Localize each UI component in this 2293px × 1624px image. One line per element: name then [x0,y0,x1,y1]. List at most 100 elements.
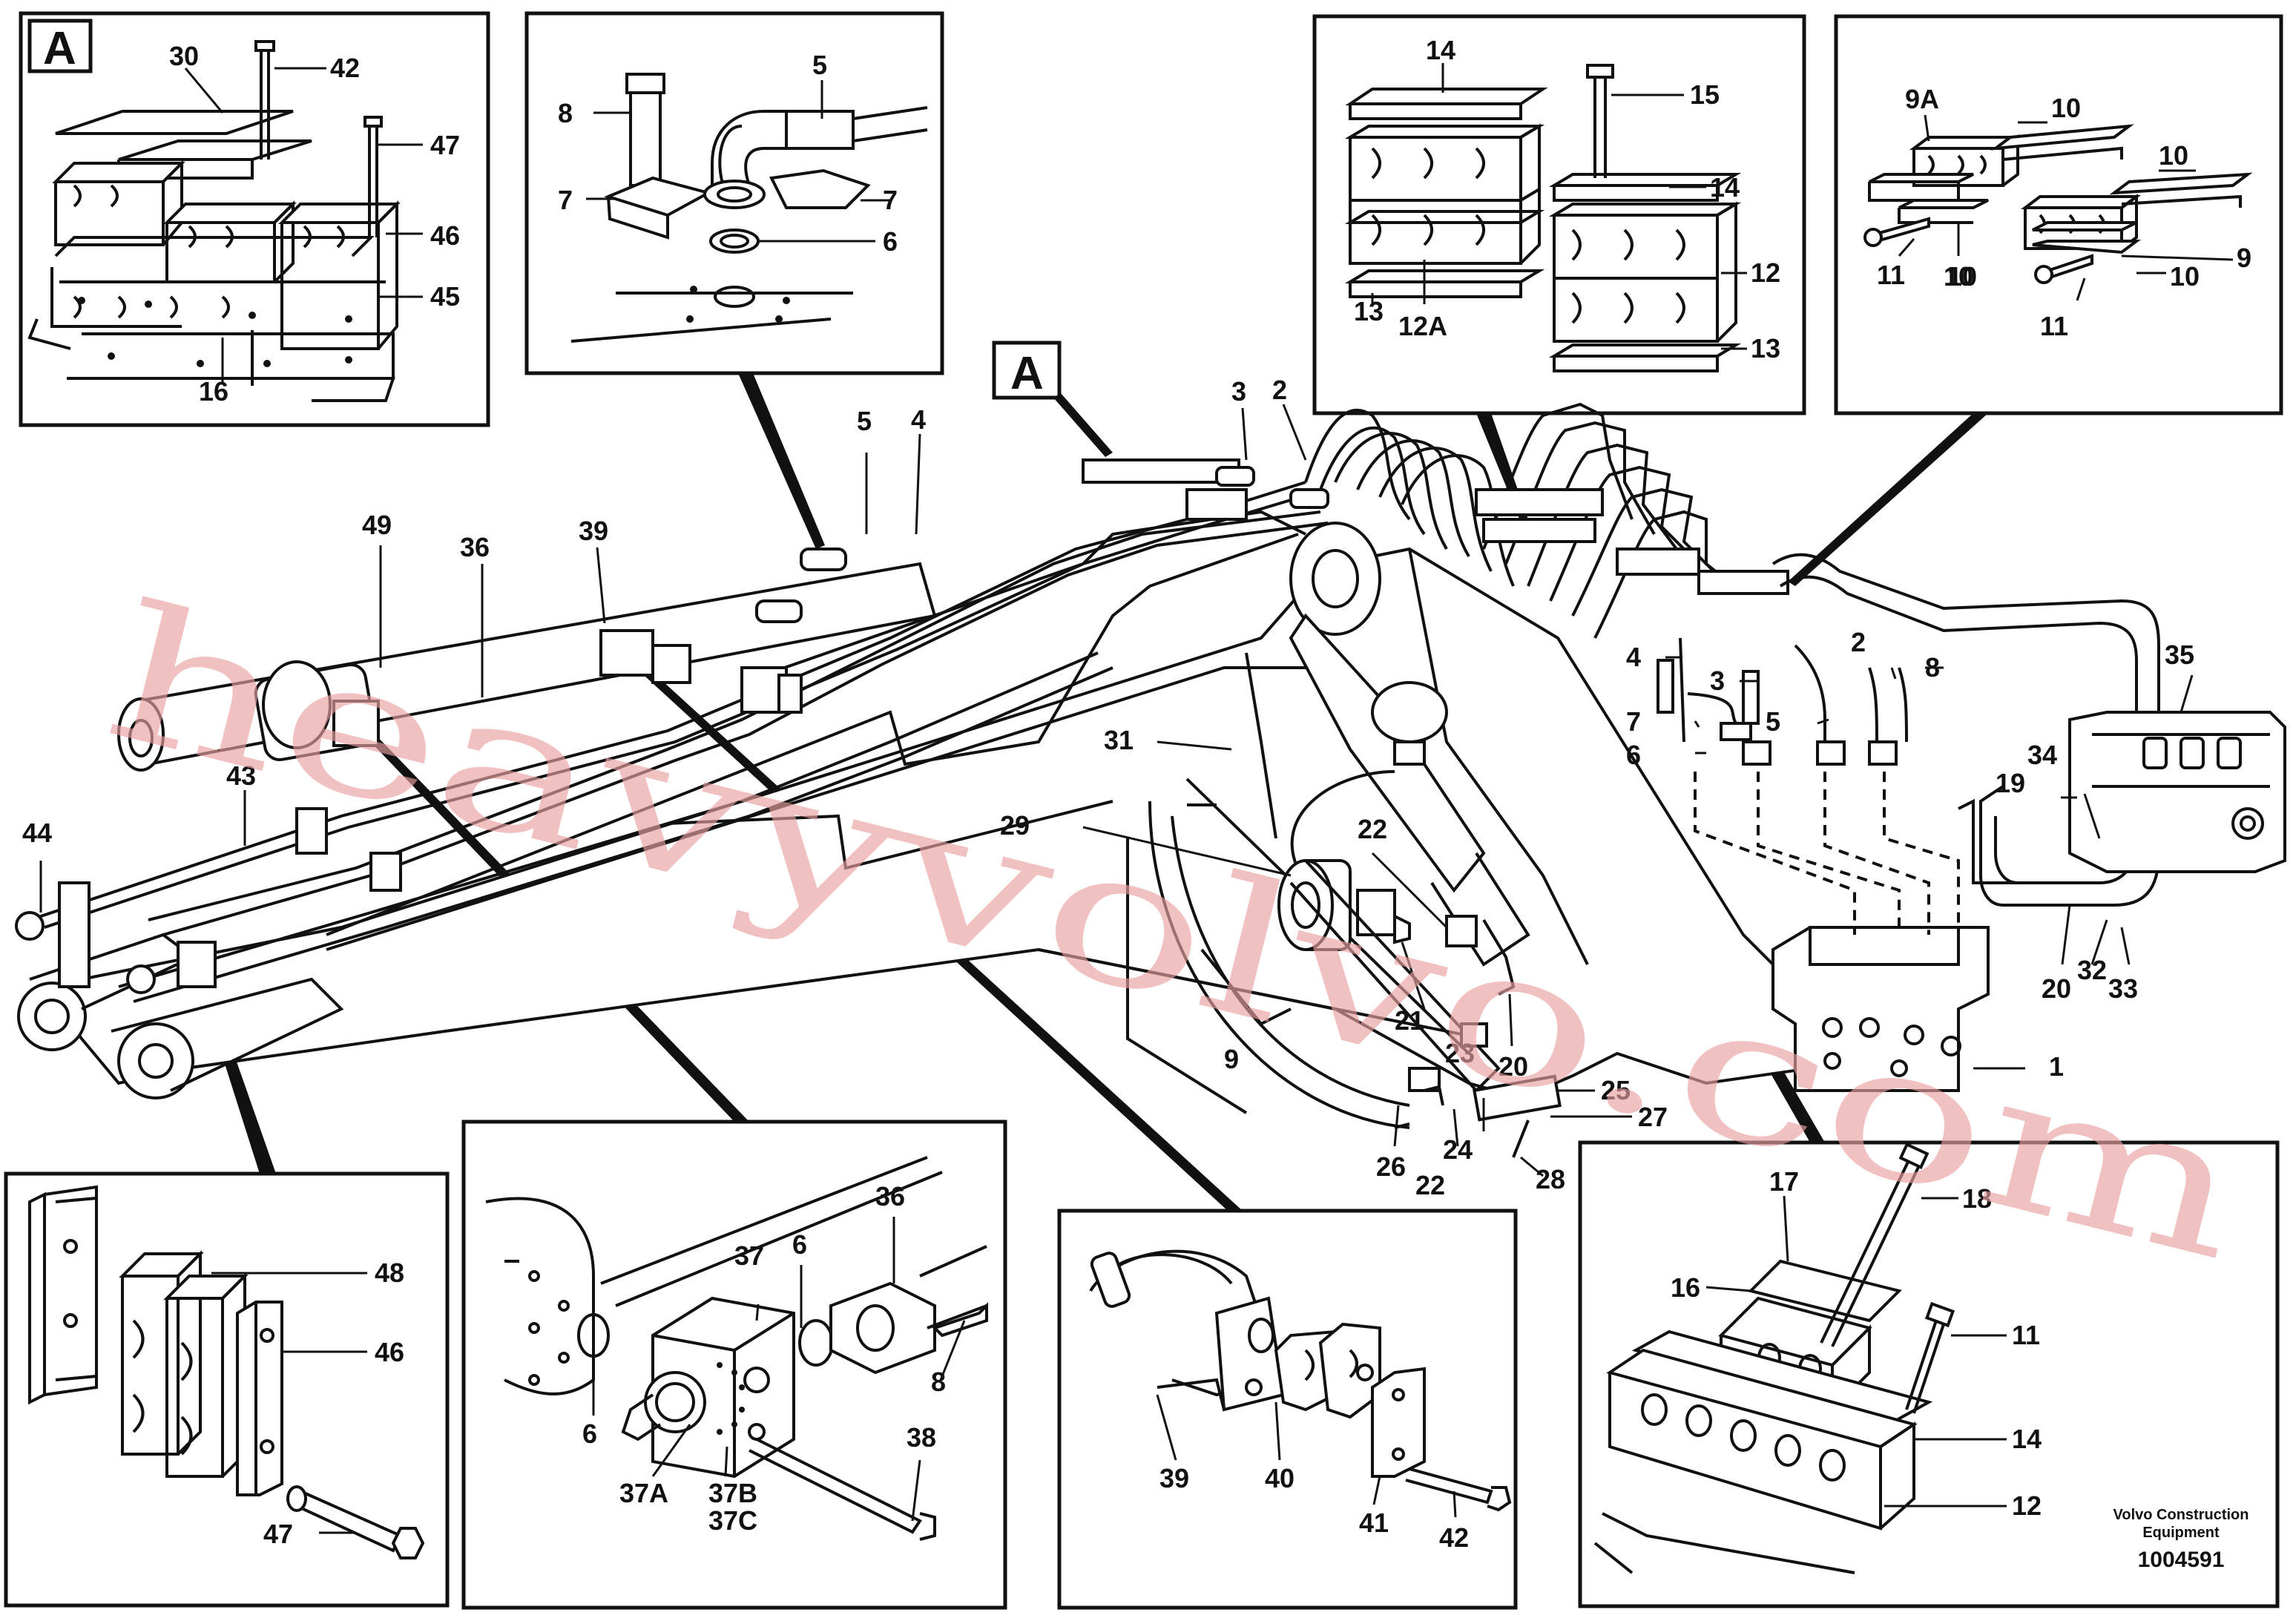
callout-label: 18 [1962,1183,1992,1214]
callout-label: 12 [2012,1490,2042,1521]
callout-label: 47 [263,1519,293,1549]
brand-line-1: Volvo Construction [2113,1507,2249,1523]
callout-label: 19 [1996,768,2025,798]
callout-label: 44 [22,818,52,848]
callout-label: 12A [1398,311,1447,341]
callout-label: 8 [558,98,573,128]
callout-label: 6 [582,1418,597,1449]
callout-label: 22 [1415,1170,1445,1200]
callout-label: 29 [1000,810,1030,841]
callout-label: 5 [857,406,872,436]
callout-label: 16 [1671,1272,1700,1303]
callout-label: 3 [1710,665,1725,696]
detail-letter-frame [27,19,93,73]
callout-label: 37 [734,1240,764,1271]
detail-valve-clamps-drawing [1863,124,2253,284]
callout-label: 46 [375,1337,404,1367]
callout-label: 49 [362,510,392,540]
leader-valve-clamps [1788,413,1988,586]
callout-label: 11 [1877,260,1905,290]
callout-label: 25 [1601,1075,1631,1105]
callout-label: 14 [2012,1424,2042,1454]
callout-label: 21 [1395,1005,1424,1036]
callout-label: 40 [1265,1463,1294,1493]
callout-label: 45 [430,281,460,312]
detail-a-leaders [184,67,423,382]
callout-label: 13 [1354,296,1384,326]
callout-label: 2 [1851,627,1866,657]
callout-label: 46 [430,220,460,251]
detail-box-clamp-stack [1312,14,1806,415]
callout-label: 5 [1766,706,1780,737]
callout-label: 38 [907,1422,936,1453]
callout-label: 4 [911,404,926,435]
detail-union-drawing [570,73,928,343]
detail-box-a-clamps [19,11,490,427]
callout-label: 37A [619,1478,668,1508]
callout-label: 7 [558,185,573,215]
leader-main-a [1053,393,1113,457]
callout-label: 8 [1925,652,1940,683]
main-letter-frame [992,341,1062,400]
callout-label: 17 [1769,1166,1799,1197]
detail-box-valve-clamps [1834,14,2283,415]
document-number: 1004591 [2138,1548,2225,1572]
detail-box-bracket [1578,1140,2280,1608]
callout-label: 14 [1710,172,1740,203]
callout-label: 35 [2165,640,2194,670]
callout-label: 30 [169,41,199,71]
callout-label: 5 [812,50,827,80]
callout-label: 10 [2159,140,2188,171]
callout-label: 20 [2042,973,2071,1004]
callout-label: 34 [2027,740,2057,770]
callout-label: 12 [1751,257,1780,288]
callout-label: 47 [430,130,460,160]
main-view-box-letter: A [1010,348,1044,399]
detail-a-drawing [27,40,401,402]
callout-label: 37C [708,1505,757,1536]
callout-label: 8 [931,1367,946,1397]
callout-label: 10 [1947,261,1977,292]
box-letter-frames [27,19,1062,400]
callout-label: 42 [1439,1522,1469,1553]
main-boom-drawing [15,402,2286,1158]
leader-union [738,373,825,549]
callout-label: 36 [460,532,490,562]
callout-label: 41 [1359,1508,1389,1538]
callout-label: 33 [2108,973,2138,1004]
detail-bracket-drawing [1593,1142,1955,1574]
brand-line-2: Equipment [2142,1525,2220,1541]
callout-label: 2 [1272,375,1287,405]
callout-label: 11 [2040,311,2068,341]
main-leaders [39,404,2194,1177]
callout-label: 39 [1159,1463,1189,1493]
callout-label: 10 [2051,93,2081,123]
callout-label: 14 [1426,35,1455,65]
callout-label: 9A [1905,84,1939,114]
detail-block-drawing [485,1156,988,1541]
detail-boom-clamp-drawing [28,1185,425,1559]
callout-label: 22 [1358,814,1387,844]
callout-label: 11 [2012,1320,2040,1350]
detail-box-union [524,11,944,375]
callout-label: 9 [1224,1044,1239,1074]
callout-label: 37B [708,1478,757,1508]
callout-label: 39 [579,516,608,546]
detail-pipe-clamp-drawing [1089,1249,1512,1512]
callout-label: 1 [2049,1051,2064,1082]
callout-label: 10 [1944,261,1973,292]
callout-label: 6 [883,226,898,257]
detail-box-letter: A [43,23,76,74]
callout-label: 28 [1536,1164,1565,1194]
callout-label: 20 [1498,1051,1528,1082]
callout-label: 31 [1104,725,1134,755]
callout-label: 16 [199,376,228,407]
detail-box-pipe-clamp [1057,1209,1518,1610]
detail-clamp-stack-drawing [1344,64,1742,372]
callout-label: 26 [1376,1151,1406,1182]
callout-label: 23 [1445,1038,1475,1068]
callout-label: 3 [1231,376,1246,407]
callout-label: 36 [875,1181,905,1212]
